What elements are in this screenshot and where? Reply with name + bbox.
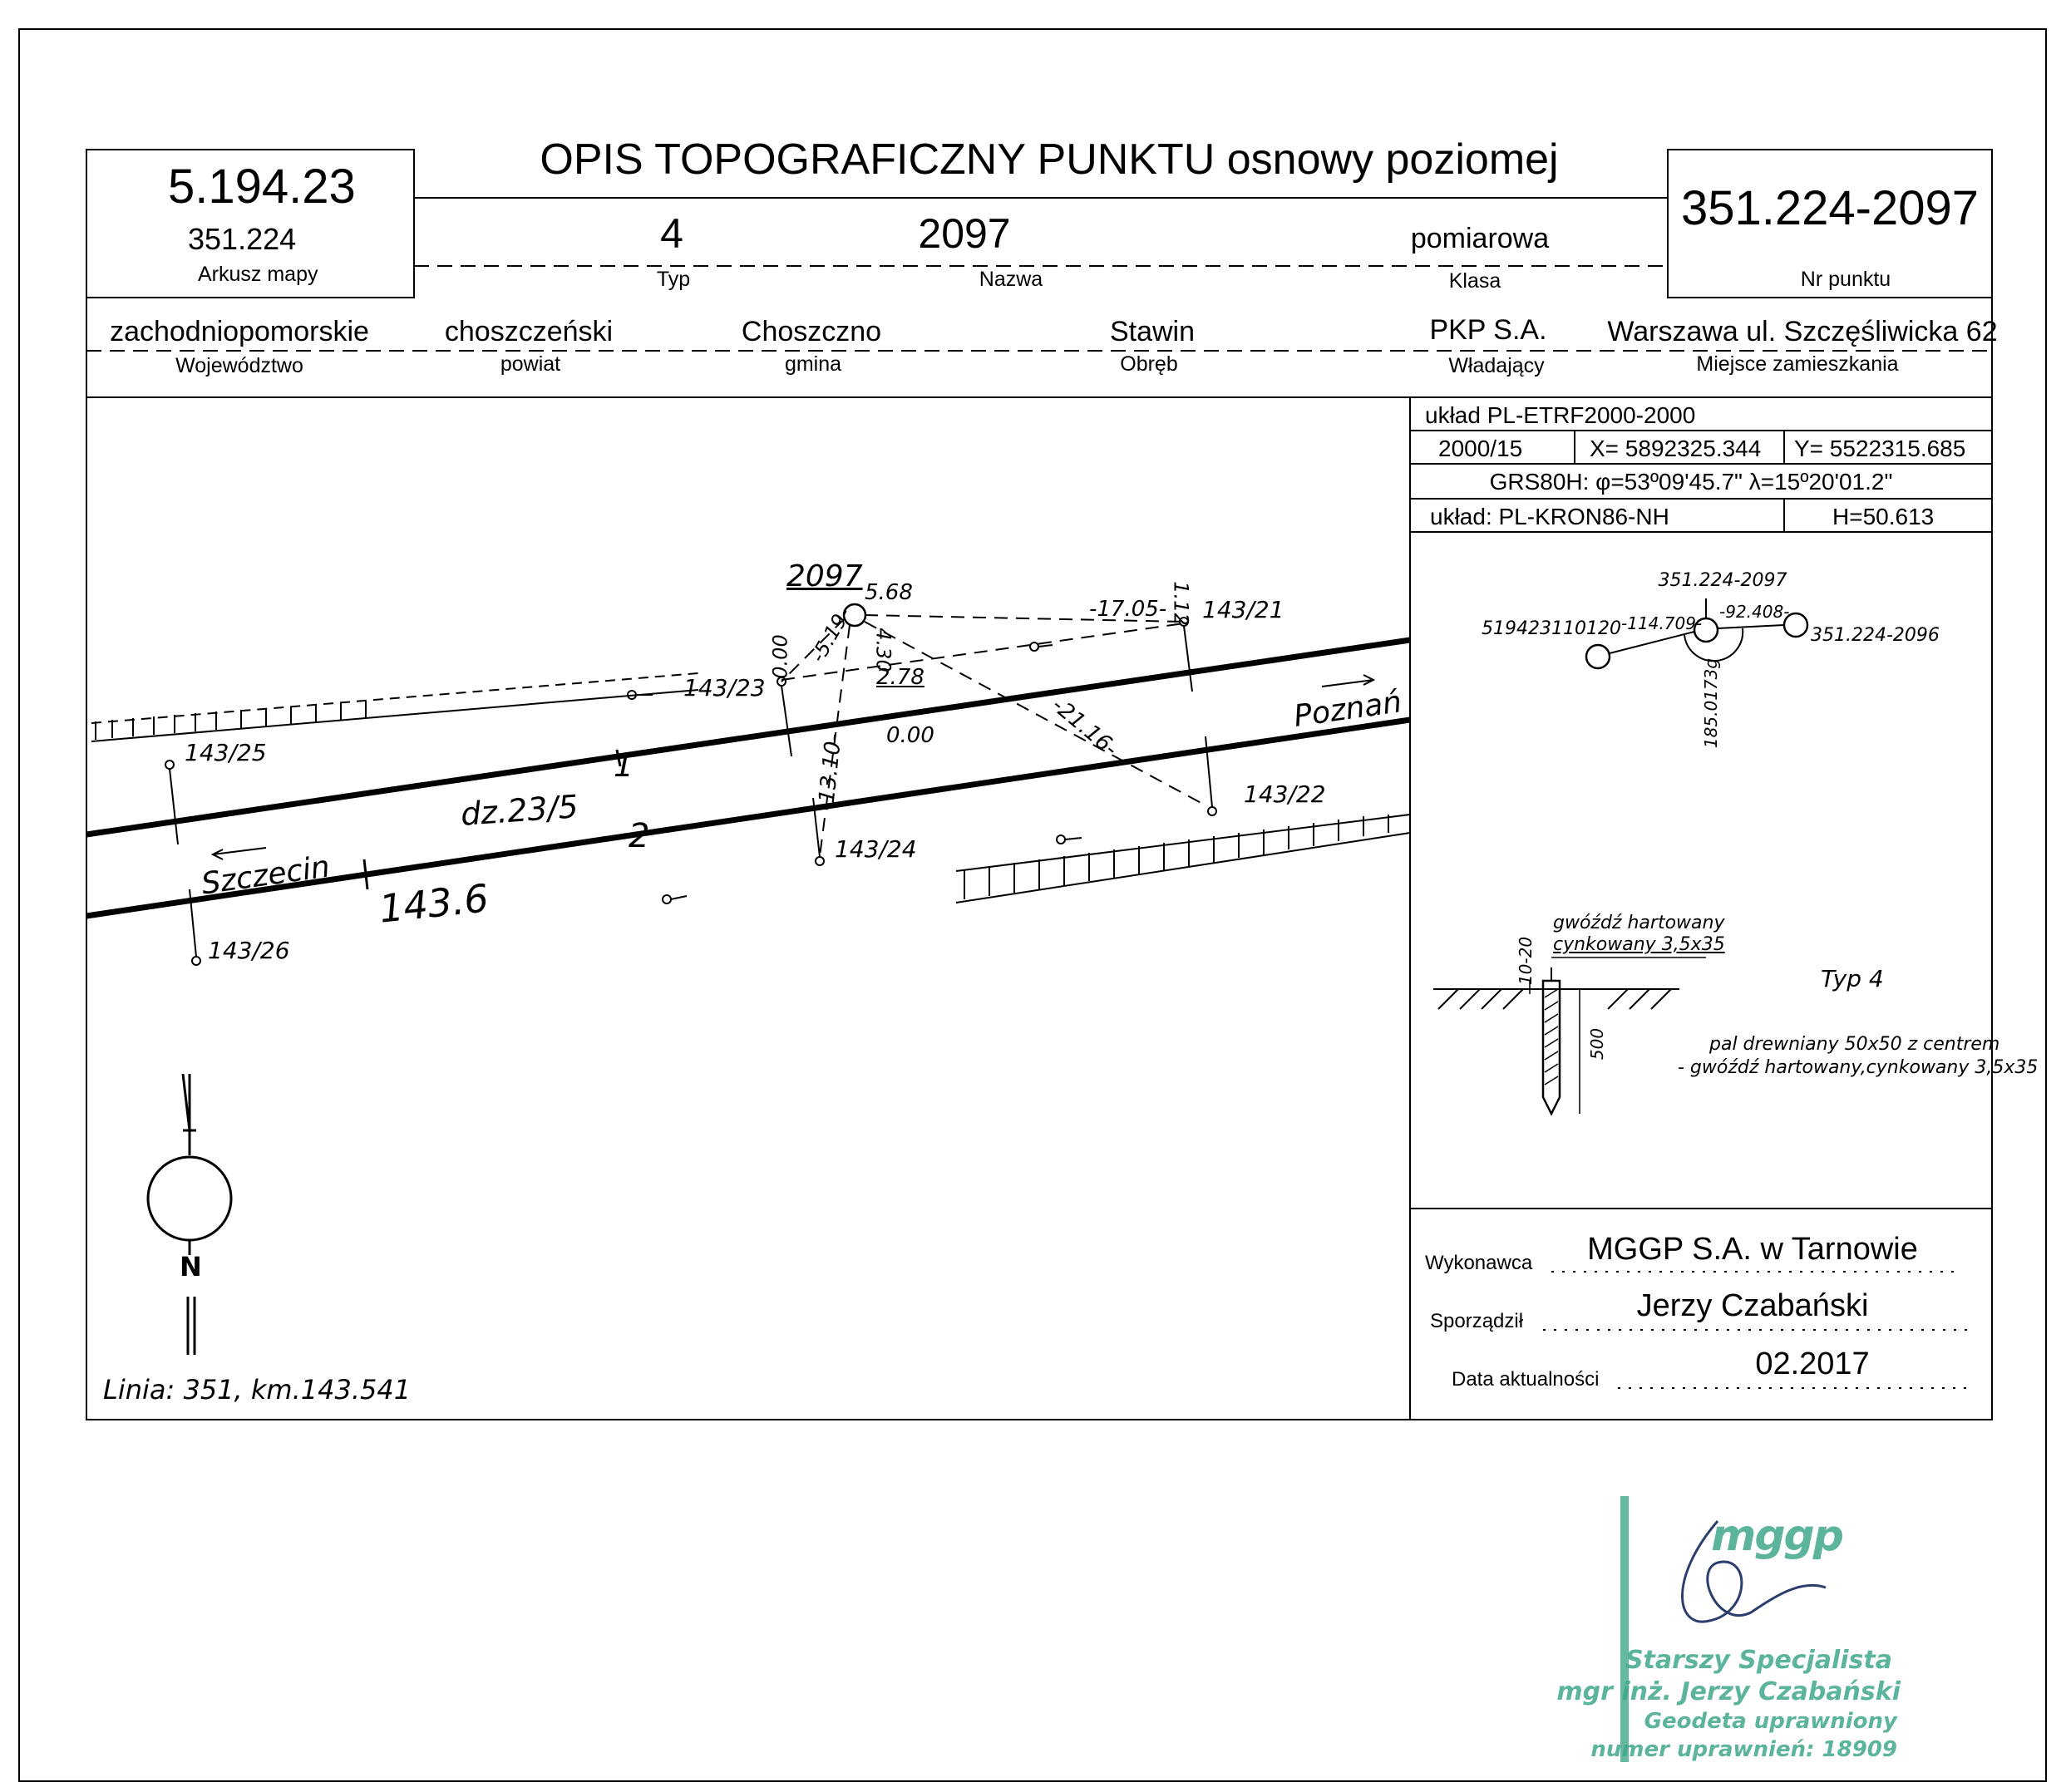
stamp-graphic <box>1620 1496 1827 1762</box>
pole-143-23: 143/23 <box>683 674 766 702</box>
typ-value: 4 <box>660 210 683 257</box>
stamp-line-4: numer uprawnień: 18909 <box>1590 1737 1897 1762</box>
sheet-sub: 351.224 <box>188 222 297 256</box>
miejsce-value: Warszawa ul. Szczęśliwicka 62 <box>1607 316 1998 347</box>
nail-label-1: gwóźdź hartowany <box>1553 913 1725 933</box>
dim-500: 500 <box>1587 1027 1608 1061</box>
klasa-label: Klasa <box>1448 269 1501 293</box>
nazwa-value: 2097 <box>918 210 1011 257</box>
pole-143-26: 143/26 <box>208 937 290 964</box>
page-title: OPIS TOPOGRAFICZNY PUNKTU osnowy poziome… <box>540 135 1559 184</box>
track-1-label: 1 <box>614 747 634 784</box>
sketch-dist-1705: -17.05- <box>1089 597 1167 622</box>
stamp-logo: mggp <box>1711 1511 1844 1561</box>
north-label: N <box>180 1251 202 1282</box>
grs-coordinate: GRS80H: φ=53º09'45.7" λ=15º20'01.2" <box>1489 469 1893 495</box>
network-dist-right: -92.408- <box>1719 602 1790 622</box>
pole-143-22: 143/22 <box>1244 780 1326 808</box>
network-left-point: 519423110120 <box>1482 618 1621 639</box>
sporzadzil-label: Sporządził <box>1430 1310 1524 1332</box>
sketch-dist-568: 5.68 <box>865 580 913 605</box>
fence-top <box>91 672 699 742</box>
north-arrow <box>146 1073 233 1355</box>
stamp-line-1: Starszy Specjalista <box>1625 1646 1892 1675</box>
x-coordinate: X= 5892325.344 <box>1590 436 1762 461</box>
obreb-label: Obręb <box>1120 352 1178 376</box>
klasa-value: pomiarowa <box>1410 223 1550 254</box>
pole-143-21: 143/21 <box>1202 596 1284 623</box>
wykonawca-label: Wykonawca <box>1425 1252 1533 1274</box>
point-number-label: Nr punktu <box>1800 268 1891 291</box>
pole-143-24: 143/24 <box>835 835 917 863</box>
wladajacy-label: Władający <box>1448 354 1545 377</box>
page-frame <box>18 28 2047 1782</box>
data-value: 02.2017 <box>1755 1346 1870 1381</box>
marker-type-label: Typ 4 <box>1821 965 1884 992</box>
gmina-value: Choszczno <box>741 316 882 347</box>
wladajacy-value: PKP S.A. <box>1429 314 1547 346</box>
h-value: H=50.613 <box>1832 504 1935 529</box>
dim-10-20: 10-20 <box>1516 936 1536 986</box>
marker-desc-1: pal drewniany 50x50 z centrem <box>1709 1034 2000 1055</box>
miejsce-label: Miejsce zamieszkania <box>1696 352 1899 376</box>
nazwa-label: Nazwa <box>979 268 1043 291</box>
uklad-h: układ: PL-KRON86-NH <box>1430 504 1669 529</box>
network-right-point: 351.224-2096 <box>1811 625 1940 646</box>
sketch-dist-278: 2.78 <box>876 665 924 690</box>
gmina-label: gmina <box>784 352 842 376</box>
zone-value: 2000/15 <box>1438 436 1523 461</box>
obreb-value: Stawin <box>1109 316 1196 347</box>
marker-desc-2: - gwóźdź hartowany,cynkowany 3,5x35 <box>1678 1057 2039 1078</box>
y-coordinate: Y= 5522315.685 <box>1794 436 1966 461</box>
point-number: 351.224-2097 <box>1681 181 1979 235</box>
nail-label-2: cynkowany 3,5x35 <box>1553 934 1725 955</box>
stamp-line-2: mgr inż. Jerzy Czabański <box>1556 1677 1901 1706</box>
uklad-xy: układ PL-ETRF2000-2000 <box>1425 402 1696 428</box>
sketch-dist-000b: 0.00 <box>886 723 934 748</box>
wojewodztwo-label: Województwo <box>175 354 303 377</box>
track-2-label: 2 <box>629 817 650 855</box>
network-dist-left: -114.709- <box>1621 613 1703 633</box>
sketch-point-label: 2097 <box>786 559 863 593</box>
wykonawca-value: MGGP S.A. w Tarnowie <box>1587 1232 1918 1267</box>
sheet-label: Arkusz mapy <box>198 263 318 286</box>
fence-bottom <box>955 814 1411 903</box>
data-label: Data aktualności <box>1452 1368 1600 1391</box>
rail-line-2 <box>86 716 1411 919</box>
wojewodztwo-value: zachodniopomorskie <box>110 316 369 347</box>
sheet-code: 5.194.23 <box>168 160 356 214</box>
sporzadzil-value: Jerzy Czabański <box>1636 1288 1869 1323</box>
pole-143-25: 143/25 <box>185 739 267 766</box>
line-km-label: Linia: 351, km.143.541 <box>103 1374 412 1406</box>
powiat-label: powiat <box>500 352 561 376</box>
company-stamp: mggp Starszy Specjalista mgr inż. Jerzy … <box>1556 1488 1901 1770</box>
stamp-line-3: Geodeta uprawniony <box>1644 1709 1897 1734</box>
typ-label: Typ <box>656 268 691 291</box>
powiat-value: choszczeński <box>444 316 614 347</box>
network-top-point: 351.224-2097 <box>1658 570 1787 591</box>
